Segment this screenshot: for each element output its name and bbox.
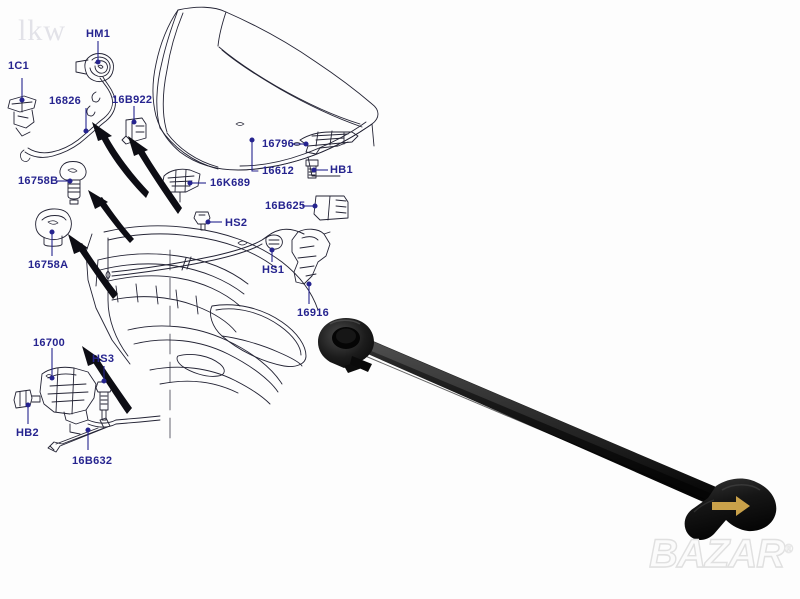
callout-leader [83,108,89,134]
grommet-hm1 [75,53,114,83]
part-callout-16758b: 16758B [18,175,59,187]
part-callout-hb2: HB2 [16,427,39,439]
callout-leader [249,137,258,172]
gold-arrow-marker [712,496,750,516]
part-callout-16k689: 16K689 [210,177,251,189]
part-callout-16916: 16916 [297,307,330,319]
part-callout-16826: 16826 [49,95,82,107]
part-callout-hs3: HS3 [92,353,115,365]
part-callout-hs2: HS2 [225,217,248,229]
clip-16b625 [313,195,349,221]
part-callout-hm1: HM1 [86,28,111,40]
hood-release-cable-upper [20,76,116,162]
part-callout-1c1: 1C1 [8,60,30,72]
indicator-arrow [92,122,149,198]
callout-leader [311,167,328,173]
callout-leader [101,366,107,384]
prop-rod-shaft [336,332,742,512]
callout-leader [25,402,31,424]
indicator-arrow [128,136,182,214]
indicator-arrow [88,190,134,243]
part-callout-hb1: HB1 [330,164,353,176]
buffer-16758b [59,161,87,205]
bracket-16k689 [161,168,201,203]
part-callout-16796: 16796 [262,138,295,150]
part-callout-16b922: 16B922 [112,94,153,106]
front-end-outline [85,225,319,439]
part-callout-16b625: 16B625 [265,200,306,212]
callout-leader [269,247,275,262]
prop-rod-16b632 [47,417,111,453]
latch-16700 [39,366,161,435]
hinge-16796 [299,130,359,155]
callout-leader [306,281,312,304]
part-callout-hs1: HS1 [262,264,285,276]
callout-leader [49,229,55,256]
callout-leader [187,180,206,186]
indicator-arrow [82,346,132,414]
buffer-16758a [35,208,72,247]
bracket-1c1 [7,95,37,137]
prop-rod-eye [318,318,374,373]
clip-16b922 [121,117,147,145]
callout-leader [95,41,101,65]
callout-leader [302,203,318,209]
part-callout-16b632: 16B632 [72,455,113,467]
part-callout-16612: 16612 [262,165,295,177]
prop-rod-notch [350,356,372,372]
part-callout-16700: 16700 [33,337,66,349]
callout-leader [131,106,137,125]
bolt-hs3 [95,381,113,421]
indicator-arrow [68,234,118,299]
prop-rod-handle [684,478,777,540]
hood-panel-outline [152,6,379,177]
grommet-hs1 [265,234,283,250]
callout-leader [85,427,91,450]
callout-leader [292,141,309,147]
part-callout-16758a: 16758A [28,259,69,271]
callout-leader [205,219,222,225]
callout-leader [19,78,25,103]
release-lever-16916 [291,228,331,285]
callout-leader [49,348,55,381]
callout-leader [56,178,73,184]
